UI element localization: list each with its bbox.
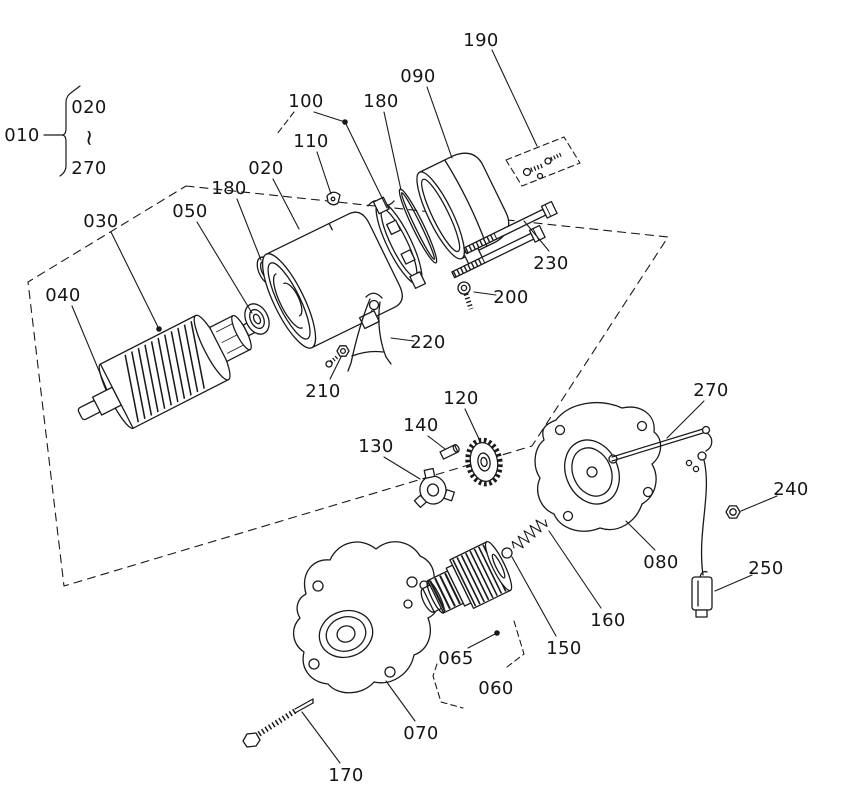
part-drawing-lead-wire [608,425,713,576]
leader-line-240 [740,495,778,512]
leader-line-030 [110,231,160,330]
part-drawing-ball [501,547,513,559]
part-drawing-clutch-retainer [413,467,456,509]
part-drawing-nut [725,505,741,519]
part-label-050: 050 [172,201,208,222]
part-drawing-center-bracket [534,402,662,532]
part-drawing-clip [326,191,341,206]
part-drawing-screw [457,281,474,310]
leader-dot-065 [494,630,500,636]
part-label-270: 270 [693,380,729,401]
range-separator: ~ [76,129,101,148]
leader-lines-layer [71,49,778,764]
part-label-190: 190 [463,30,499,51]
part-drawing-through-bolts [451,200,558,279]
part-labels-layer: 1900901801001100201800500300402302002202… [45,30,809,786]
leader-line-120 [464,408,480,440]
leader-line-070 [385,680,416,722]
group-bracket: 010 020 ~ 270 [4,85,107,179]
leader-line-150 [511,556,557,637]
part-drawing-shift-lever [347,292,392,372]
leader-line-190 [491,49,538,147]
leader-line-130 [383,456,421,480]
leader-line-040 [71,305,108,391]
part-label-210: 210 [305,381,341,402]
part-drawing-end-cover [416,152,510,265]
part-label-160: 160 [590,610,626,631]
leader-line-050 [196,221,253,314]
leader-line-140 [427,435,446,450]
assembly-boundary-dashed-box [27,185,669,587]
part-label-270-group: 270 [71,158,107,179]
grouping-dashes [276,111,525,709]
leader-line-210 [329,356,342,380]
part-drawing-pivot-nut [325,345,350,368]
part-label-070: 070 [403,723,439,744]
leader-line-230 [523,220,550,252]
leader-line-220 [390,337,415,342]
part-drawing-spring [511,519,548,549]
part-label-020-group: 020 [71,97,107,118]
part-label-220: 220 [410,332,446,353]
leader-line-170 [301,711,341,764]
leader-line-180 [236,198,262,261]
part-label-100: 100 [288,91,324,112]
part-label-170: 170 [328,765,364,786]
part-label-110: 110 [293,131,329,152]
part-label-010: 010 [4,125,40,146]
part-drawing-brush [691,570,713,618]
part-drawing-screw-kit [505,136,581,187]
part-label-240: 240 [773,479,809,500]
leader-line-065 [467,632,498,649]
part-label-150: 150 [546,638,582,659]
part-label-060: 060 [478,678,514,699]
part-label-230: 230 [533,253,569,274]
part-drawing-brush-holder [367,196,427,289]
part-label-130: 130 [358,436,394,457]
leader-line-200 [473,291,497,296]
part-label-065: 065 [438,648,474,669]
leader-line-090 [426,86,453,159]
leader-line-270 [666,400,705,439]
leader-dot-030 [156,326,162,332]
part-drawing-drive-pinion [420,541,513,614]
leader-dot-100 [342,119,348,125]
part-drawing-mount-bolt [242,698,314,748]
part-label-140: 140 [403,415,439,436]
leader-line-110 [316,151,332,195]
part-label-120: 120 [443,388,479,409]
part-label-020: 020 [248,158,284,179]
part-drawing-drive-end-frame [293,541,439,694]
part-label-180: 180 [211,178,247,199]
part-label-180: 180 [363,91,399,112]
leader-line-180 [383,111,402,191]
part-label-090: 090 [400,66,436,87]
leader-line-020 [272,178,300,230]
part-label-200: 200 [493,287,529,308]
leader-line-160 [548,530,602,609]
part-drawing-o-ring [398,188,438,264]
part-label-250: 250 [748,558,784,579]
part-label-030: 030 [83,211,119,232]
part-drawing-roller [439,444,460,460]
leader-line-080 [625,520,656,551]
part-drawing-armature [77,314,261,430]
part-drawing-yoke [261,211,403,349]
part-label-080: 080 [643,552,679,573]
leader-line-250 [714,574,753,592]
part-label-040: 040 [45,285,81,306]
